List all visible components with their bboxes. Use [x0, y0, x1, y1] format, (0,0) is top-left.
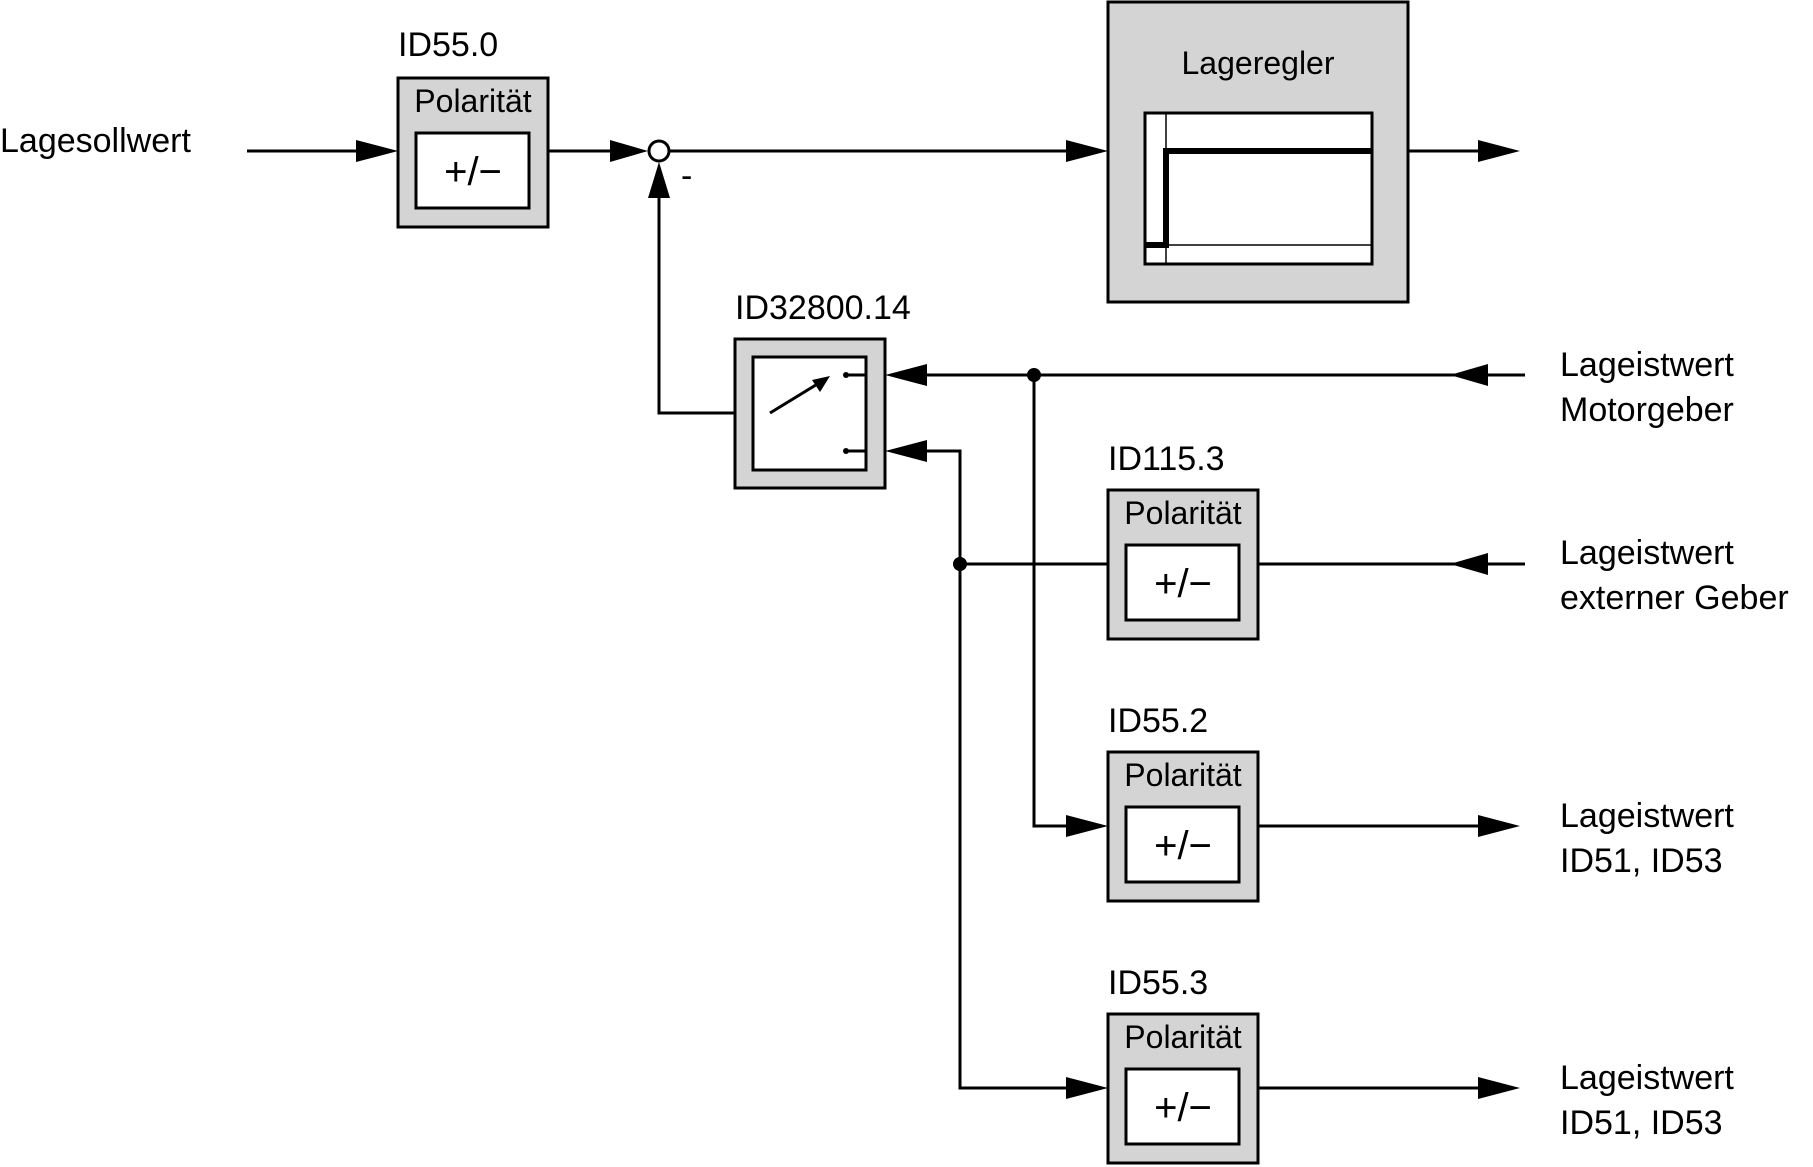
- switch-lever-arrow: [812, 376, 830, 392]
- out1-label-2: ID51, ID53: [1560, 842, 1723, 880]
- out2-label-2: ID51, ID53: [1560, 1104, 1723, 1142]
- arrow-out1: [1478, 815, 1520, 837]
- block-id-label: ID55.3: [1108, 964, 1208, 1002]
- summer-circle: [647, 139, 671, 163]
- lageregler-block: Lageregler: [1106, 0, 1410, 304]
- switch-lever: [769, 378, 825, 415]
- polarity-symbol: +/−: [1154, 562, 1212, 606]
- block-title: Polarität: [414, 83, 532, 119]
- wire-feedback: [657, 198, 770, 415]
- arrow-externer-geber-in: [1450, 553, 1488, 575]
- polarity-block-id55-2: ID55.2 Polarität +/−: [1106, 702, 1260, 903]
- polarity-symbol: +/−: [444, 150, 502, 194]
- arrow-to-lageregler: [1066, 140, 1108, 162]
- arrow-regler-out: [1478, 140, 1520, 162]
- arrow-to-switch-1: [885, 364, 927, 386]
- block-id-label: ID55.2: [1108, 702, 1208, 740]
- switch-id-label: ID32800.14: [735, 289, 911, 327]
- block-inner: [1124, 805, 1241, 884]
- block-title: Polarität: [1124, 757, 1242, 793]
- arrow-motorgeber-in: [1450, 364, 1488, 386]
- wire-ext-to-switch: [920, 449, 962, 564]
- arrow-feedback-up: [648, 162, 670, 198]
- lageregler-title: Lageregler: [1182, 45, 1335, 81]
- arrow-to-summer: [610, 140, 648, 162]
- polarity-block-id55-0: ID55.0 Polarität +/−: [396, 26, 550, 229]
- block-inner: [1124, 1067, 1241, 1146]
- encoder-switch-id32800-14: ID32800.14: [733, 289, 911, 490]
- block-id-label: ID55.0: [398, 26, 498, 64]
- block-inner: [1124, 543, 1241, 622]
- wire-motorgeber-branch: [1032, 375, 1070, 828]
- wire-ext-to-id55-3: [958, 564, 1070, 1090]
- arrow-to-switch-2: [885, 440, 927, 462]
- block-title: Polarität: [1124, 1019, 1242, 1055]
- arrow-to-id55-3: [1066, 1077, 1108, 1099]
- lageregler-plot-area: [1143, 111, 1374, 266]
- arrow-to-id55-2: [1066, 815, 1108, 837]
- block-inner: [414, 131, 531, 210]
- out1-label-1: Lageistwert: [1560, 797, 1734, 835]
- externer-geber-label-1: Lageistwert: [1560, 534, 1734, 572]
- polarity-block-id55-3: ID55.3 Polarität +/−: [1106, 964, 1260, 1165]
- block-title: Polarität: [1124, 495, 1242, 531]
- polarity-symbol: +/−: [1154, 1086, 1212, 1130]
- step-response-curve: [1145, 148, 1372, 248]
- lagesollwert-label: Lagesollwert: [0, 122, 191, 160]
- motorgeber-label-1: Lageistwert: [1560, 346, 1734, 384]
- arrow-sollwert-in: [356, 140, 398, 162]
- externer-geber-label-2: externer Geber: [1560, 579, 1789, 617]
- block-id-label: ID115.3: [1108, 440, 1225, 478]
- out2-label-1: Lageistwert: [1560, 1059, 1734, 1097]
- summer-sign: -: [681, 157, 692, 195]
- polarity-block-id115-3: ID115.3 Polarität +/−: [1106, 440, 1260, 641]
- arrow-out2: [1478, 1077, 1520, 1099]
- polarity-symbol: +/−: [1154, 824, 1212, 868]
- motorgeber-label-2: Motorgeber: [1560, 391, 1734, 429]
